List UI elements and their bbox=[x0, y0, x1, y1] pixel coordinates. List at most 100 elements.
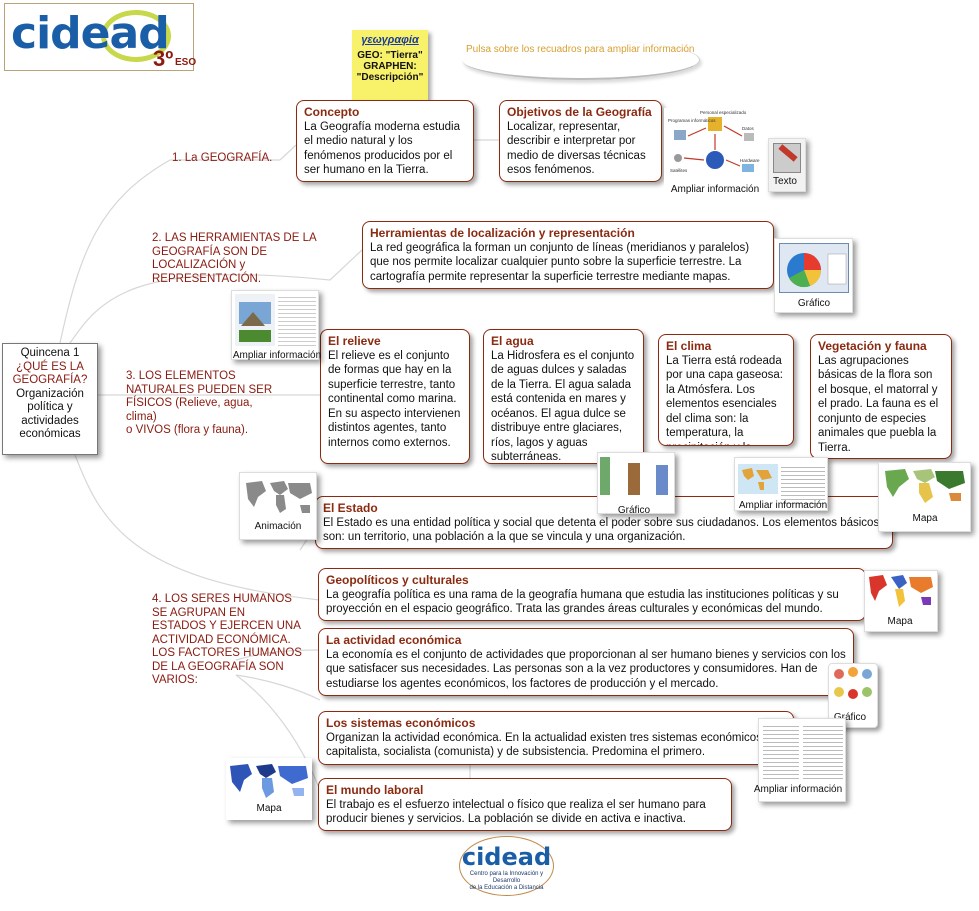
box-text: La red geográfica la forman un conjunto … bbox=[370, 241, 750, 283]
box-title: El relieve bbox=[328, 334, 381, 348]
thumb-texto[interactable] bbox=[768, 138, 806, 192]
central-topic[interactable]: Quincena 1 ¿QUÉ ES LA GEOGRAFÍA? Organiz… bbox=[2, 343, 98, 455]
thumb-ampliar-clima[interactable] bbox=[734, 457, 828, 511]
box-title: La actividad económica bbox=[326, 633, 462, 647]
document-text-icon bbox=[781, 464, 825, 504]
etymology-line-2: GRAPHEN: bbox=[363, 61, 417, 72]
thumb-grafico-economia[interactable] bbox=[828, 663, 878, 728]
world-map-icon bbox=[240, 473, 316, 521]
box-text: Organizan la actividad económica. En la … bbox=[326, 731, 766, 759]
thumb-ampliar-sistemas[interactable] bbox=[758, 718, 846, 802]
bottom-logo-wordmark: cidead bbox=[461, 843, 552, 871]
greek-word: γεωγραφία bbox=[361, 34, 419, 46]
diagram-label: Programas informáticos bbox=[668, 118, 716, 123]
central-topic-subtitle: Organización política y actividades econ… bbox=[16, 387, 84, 441]
box-title: Objetivos de la Geografía bbox=[507, 105, 652, 119]
political-map-icon bbox=[869, 575, 933, 607]
bottom-logo-subtitle-2: de la Educación a Distancia bbox=[469, 885, 544, 891]
caption-mapa: Mapa bbox=[912, 513, 938, 524]
caption-ampliar-informacion: Ampliar información bbox=[738, 500, 828, 511]
caption-mapa: Mapa bbox=[256, 803, 282, 814]
logo-grade: 3º bbox=[153, 46, 174, 71]
box-objetivos[interactable]: Objetivos de la Geografía Localizar, rep… bbox=[499, 100, 662, 182]
climate-map-icon bbox=[738, 464, 778, 494]
box-vegetacion[interactable]: Vegetación y fauna Las agrupaciones bási… bbox=[810, 334, 952, 459]
box-title: Los sistemas económicos bbox=[326, 716, 476, 730]
logo-level: ESO bbox=[175, 57, 197, 68]
pencil-icon bbox=[773, 143, 801, 173]
document-text-icon bbox=[763, 723, 799, 781]
branch-seres-humanos: 4. LOS SERES HUMANOS SE AGRUPAN EN ESTAD… bbox=[152, 593, 302, 686]
instruction-hint: Pulsa sobre los recuadros para ampliar i… bbox=[462, 40, 700, 80]
caption-mapa: Mapa bbox=[887, 616, 913, 627]
cidead-logo: cidead 3º ESO bbox=[4, 3, 197, 71]
box-clima[interactable]: El clima La Tierra está rodeada por una … bbox=[658, 334, 794, 446]
caption-ampliar-informacion: Ampliar información bbox=[670, 184, 760, 195]
logo-wordmark: cidead bbox=[11, 8, 170, 59]
box-title: Vegetación y fauna bbox=[818, 339, 927, 353]
central-topic-question: ¿QUÉ ES LA GEOGRAFÍA? bbox=[12, 360, 88, 387]
thumb-mapa-vegetacion[interactable] bbox=[878, 462, 971, 532]
caption-animacion: Animación bbox=[254, 521, 302, 532]
box-title: El mundo laboral bbox=[326, 783, 424, 797]
box-sistemas[interactable]: Los sistemas económicos Organizan la act… bbox=[318, 711, 794, 765]
box-title: Concepto bbox=[304, 105, 360, 119]
box-agua[interactable]: El agua La Hidrosfera es el conjunto de … bbox=[483, 329, 644, 464]
box-text: La Geografía moderna estudia el medio na… bbox=[304, 120, 460, 177]
box-title: El Estado bbox=[323, 501, 378, 515]
box-mundo-laboral[interactable]: El mundo laboral El trabajo es el esfuer… bbox=[318, 778, 732, 831]
box-herramientas[interactable]: Herramientas de localización y represent… bbox=[362, 221, 774, 289]
logo-swoosh-icon bbox=[101, 10, 171, 62]
caption-grafico: Gráfico bbox=[833, 712, 867, 723]
box-text: La economía es el conjunto de actividade… bbox=[326, 648, 846, 690]
box-text: La Hidrosfera es el conjunto de aguas du… bbox=[491, 349, 635, 464]
caption-ampliar-informacion: Ampliar información bbox=[753, 784, 843, 795]
box-text: El Estado es una entidad política y soci… bbox=[323, 516, 880, 544]
caption-texto: Texto bbox=[773, 176, 797, 187]
box-text: Localizar, representar, describir e inte… bbox=[507, 120, 646, 177]
box-text: La geografía política es una rama de la … bbox=[326, 588, 839, 616]
box-title: El agua bbox=[491, 334, 534, 348]
box-text: La Tierra está rodeada por una capa gase… bbox=[666, 354, 784, 446]
box-text: Las agrupaciones básicas de la flora son… bbox=[818, 354, 939, 454]
box-title: Herramientas de localización y represent… bbox=[370, 226, 635, 240]
branch-geografia: 1. La GEOGRAFÍA. bbox=[172, 152, 273, 164]
etymology-line-1: GEO: "Tierra" bbox=[357, 50, 423, 61]
box-relieve[interactable]: El relieve El relieve es el conjunto de … bbox=[320, 329, 470, 464]
thumb-grafico-pie[interactable] bbox=[774, 238, 853, 313]
thumb-mapa-geopolitico[interactable] bbox=[864, 570, 938, 632]
document-text-icon bbox=[278, 294, 316, 346]
water-chart-icon bbox=[600, 457, 668, 495]
bottom-logo-subtitle-1: Centro para la Innovación y Desarrollo bbox=[469, 871, 544, 884]
caption-grafico: Gráfico bbox=[617, 505, 651, 516]
diagram-label: Satélites bbox=[670, 168, 688, 173]
thumb-grafico-agua[interactable] bbox=[597, 452, 675, 514]
box-text: El relieve es el conjunto de formas que … bbox=[328, 349, 461, 449]
diagram-label: Personal especializado bbox=[700, 110, 747, 115]
instruction-text: Pulsa sobre los recuadros para ampliar i… bbox=[466, 44, 695, 55]
thumb-mapa-laboral[interactable] bbox=[226, 758, 312, 820]
branch-elementos-main: 3. LOS ELEMENTOS NATURALES PUEDEN SER FÍ… bbox=[126, 370, 273, 423]
document-page-icon bbox=[235, 294, 275, 346]
box-actividad[interactable]: La actividad económica La economía es el… bbox=[318, 628, 854, 696]
box-concepto[interactable]: Concepto La Geografía moderna estudia el… bbox=[296, 100, 474, 182]
components-diagram-icon: Personal especializado Programas informá… bbox=[668, 110, 760, 173]
caption-ampliar-informacion: Ampliar información bbox=[232, 350, 322, 361]
box-title: El clima bbox=[666, 339, 712, 353]
economy-chart-icon bbox=[834, 667, 872, 699]
diagram-label: Hardware bbox=[740, 158, 760, 163]
thumb-diagram-components[interactable]: Personal especializado Programas informá… bbox=[664, 108, 766, 194]
box-text: El trabajo es el esfuerzo intelectual o … bbox=[326, 798, 706, 826]
document-text-icon bbox=[803, 723, 843, 781]
vegetation-map-icon bbox=[885, 469, 965, 503]
labor-map-icon bbox=[230, 764, 308, 798]
thumb-animacion[interactable] bbox=[239, 472, 317, 540]
etymology-line-3: "Descripción" bbox=[356, 72, 424, 83]
central-topic-quincena: Quincena 1 bbox=[20, 347, 80, 359]
pie-chart-icon bbox=[779, 243, 849, 293]
branch-herramientas: 2. LAS HERRAMIENTAS DE LA GEOGRAFÍA SON … bbox=[152, 232, 317, 285]
box-geopoliticos[interactable]: Geopolíticos y culturales La geografía p… bbox=[318, 568, 866, 621]
thumb-ampliar-relieve[interactable] bbox=[231, 290, 319, 360]
branch-elementos: 3. LOS ELEMENTOS NATURALES PUEDEN SER FÍ… bbox=[126, 370, 286, 438]
etymology-note: γεωγραφία GEO: "Tierra" GRAPHEN: "Descri… bbox=[352, 30, 428, 100]
